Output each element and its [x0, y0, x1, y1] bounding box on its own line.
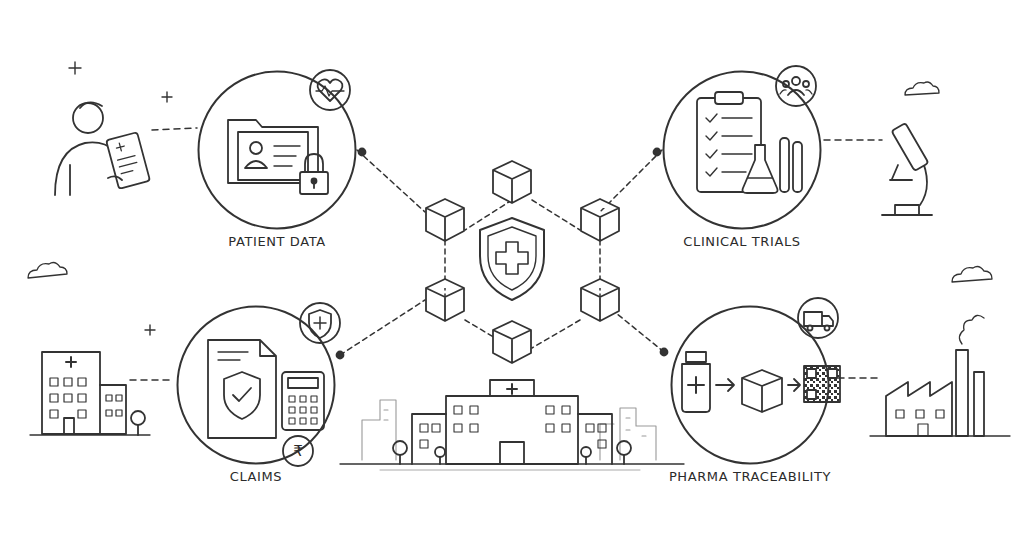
- circle-outline: [662, 70, 822, 230]
- circle-label: CLAIMS: [230, 469, 282, 485]
- topic-circle: CLINICAL TRIALS: [662, 70, 822, 254]
- topic-circle: CLAIMS: [176, 305, 336, 489]
- circle-outline: [670, 305, 830, 465]
- circle-outline: [197, 70, 357, 230]
- circle-label: CLINICAL TRIALS: [683, 234, 800, 250]
- topic-circle: PATIENT DATA: [197, 70, 357, 254]
- circle-label: PATIENT DATA: [228, 234, 325, 250]
- circle-label: PHARMA TRACEABILITY: [669, 469, 831, 485]
- circle-outline: [176, 305, 336, 465]
- currency-symbol: ₹: [293, 443, 303, 459]
- topic-circle: PHARMA TRACEABILITY: [665, 305, 836, 489]
